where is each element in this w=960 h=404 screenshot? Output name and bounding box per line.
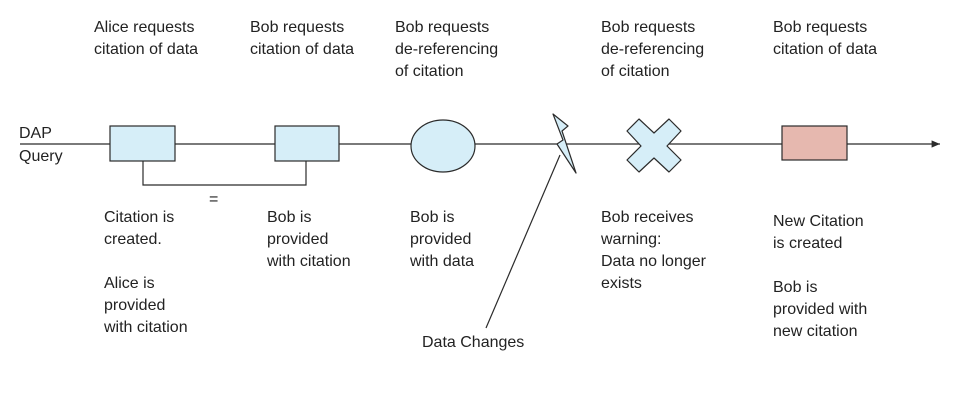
lightning-bolt-icon <box>552 113 577 174</box>
citation-equality-bracket <box>142 161 307 186</box>
event-2-top-caption: Bob requests citation of data <box>250 19 355 58</box>
event-3-top-caption: Bob requests de-referencing of citation <box>395 19 499 80</box>
data-changes-label: Data Changes <box>422 334 525 351</box>
dereference-ellipse <box>410 119 476 173</box>
new-citation-box <box>781 125 848 161</box>
dap-query-label: DAP Query <box>19 125 63 165</box>
event-1-bottom-caption: Citation is created. Alice is provided w… <box>104 209 188 336</box>
event-1-top-caption: Alice requests citation of data <box>94 19 199 58</box>
event-2-bottom-caption: Bob is provided with citation <box>267 209 351 270</box>
data-changes-pointer <box>485 154 561 329</box>
event-3-bottom-caption: Bob is provided with data <box>410 209 475 270</box>
failed-dereference-x-icon <box>626 118 682 173</box>
event-5-top-caption: Bob requests de-referencing of citation <box>601 19 705 80</box>
bob-citation-box <box>274 125 340 162</box>
event-6-bottom-caption: New Citation is created Bob is provided … <box>773 213 868 340</box>
equality-symbol: = <box>209 191 219 208</box>
event-6-top-caption: Bob requests citation of data <box>773 19 878 58</box>
alice-citation-box <box>109 125 176 162</box>
event-5-bottom-caption: Bob receives warning: Data no longer exi… <box>601 209 706 292</box>
